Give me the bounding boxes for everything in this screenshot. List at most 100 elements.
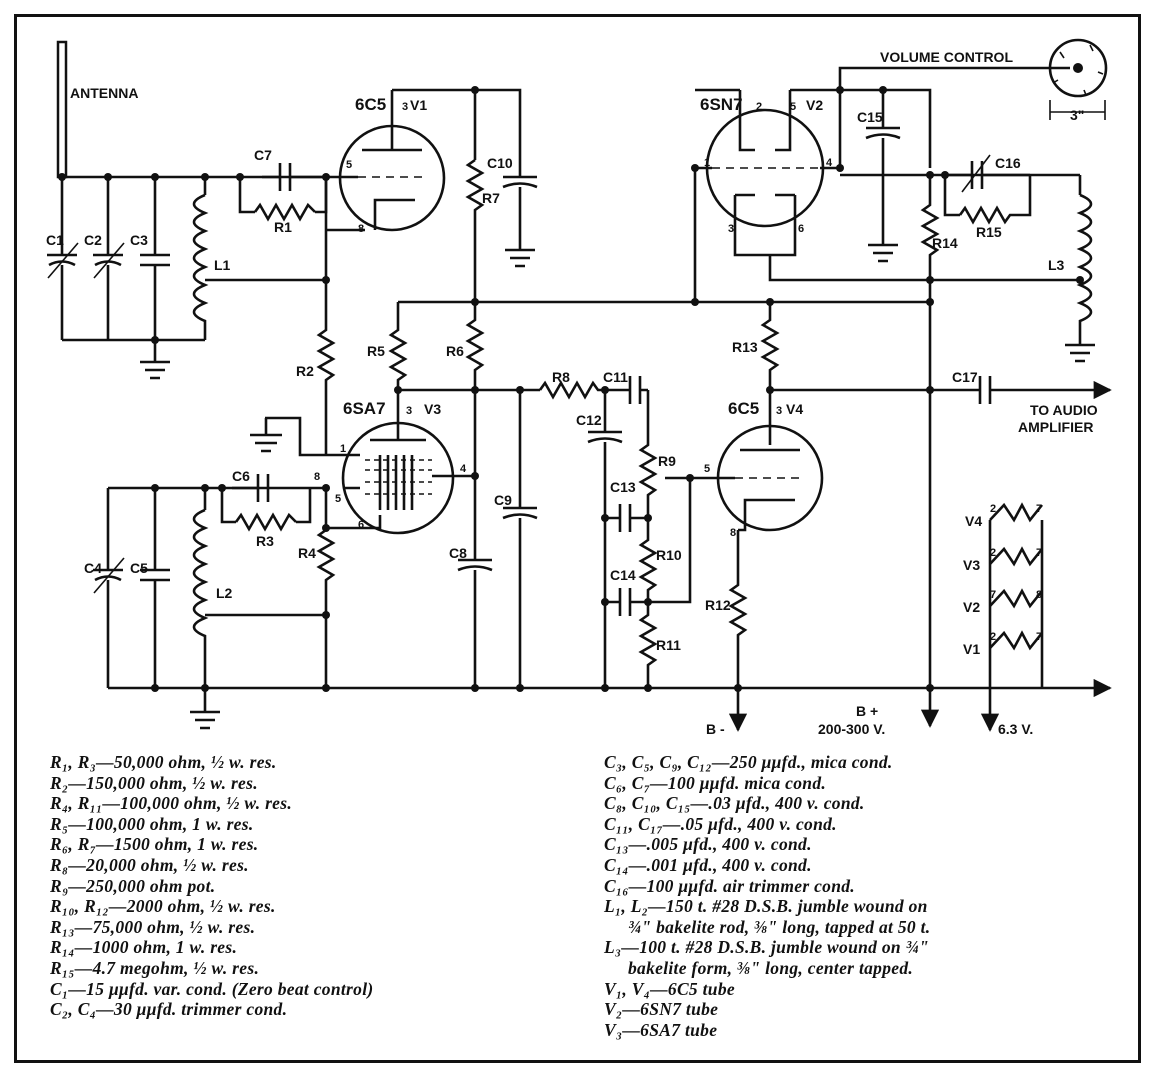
c8-label: C8 bbox=[449, 545, 467, 561]
r11-label: R11 bbox=[656, 637, 681, 653]
svg-text:1: 1 bbox=[704, 157, 710, 169]
parts-line: bakelite form, ⅜" long, center tapped. bbox=[628, 957, 914, 978]
volume-control: VOLUME CONTROL 3" bbox=[838, 38, 1108, 123]
heater-row-2-pin-a: 7 bbox=[990, 589, 996, 601]
parts-line: R₅—100,000 ohm, 1 w. res. bbox=[50, 813, 254, 834]
parts-line: R₁, R₃—50,000 ohm, ½ w. res. bbox=[50, 752, 277, 772]
c15-label: C15 bbox=[857, 109, 883, 125]
c10-label: C10 bbox=[487, 155, 513, 171]
svg-text:8: 8 bbox=[730, 527, 736, 539]
parts-line: C₁₄—.001 μfd., 400 v. cond. bbox=[604, 854, 812, 875]
r8-label: R8 bbox=[552, 369, 570, 385]
parts-line: C₂, C₄—30 μμfd. trimmer cond. bbox=[50, 999, 288, 1020]
input-tuned-circuit: C1 C2 C3 L1 bbox=[46, 175, 330, 380]
c1-label: C1 bbox=[46, 232, 64, 248]
c15-bypass: C15 bbox=[840, 88, 932, 263]
parts-line: L₁, L₂—150 t. #28 D.S.B. jumble wound on bbox=[604, 896, 928, 917]
svg-text:3: 3 bbox=[776, 405, 782, 417]
parts-line: R₄, R₁₁—100,000 ohm, ½ w. res. bbox=[50, 793, 293, 814]
parts-line: R₁₃—75,000 ohm, ½ w. res. bbox=[50, 916, 256, 937]
heater-row-3-tube: V1 bbox=[963, 641, 980, 657]
r9-label: R9 bbox=[658, 453, 676, 469]
v3-type: 6SA7 bbox=[343, 399, 386, 418]
parts-line: L₃—100 t. #28 D.S.B. jumble wound on ¾" bbox=[604, 937, 930, 958]
c3-label: C3 bbox=[130, 232, 148, 248]
svg-text:6: 6 bbox=[798, 223, 804, 235]
c5-label: C5 bbox=[130, 560, 148, 576]
svg-text:2: 2 bbox=[756, 101, 762, 113]
parts-line: V₁, V₄—6C5 tube bbox=[604, 978, 735, 999]
l3-label: L3 bbox=[1048, 257, 1065, 273]
heater-row-2-tube: V2 bbox=[963, 599, 980, 615]
heater-row-1-pin-a: 2 bbox=[990, 547, 996, 559]
r5-label: R5 bbox=[367, 343, 385, 359]
v1-id: V1 bbox=[410, 97, 427, 113]
tube-v4: R13 R12 6C5 V4 3 5 8 C17 TO AUDIO AMPLIF… bbox=[704, 302, 1112, 688]
parts-line: C₃, C₅, C₉, C₁₂—250 μμfd., mica cond. bbox=[604, 752, 893, 772]
r6-label: R6 bbox=[446, 343, 464, 359]
junction-dots bbox=[58, 86, 1084, 692]
c16-label: C16 bbox=[995, 155, 1021, 171]
parts-line: C₁—15 μμfd. var. cond. (Zero beat contro… bbox=[50, 978, 374, 999]
antenna-label: ANTENNA bbox=[70, 85, 138, 101]
parts-line: C₁₁, C₁₇—.05 μfd., 400 v. cond. bbox=[604, 813, 837, 834]
r14-label: R14 bbox=[932, 235, 958, 251]
v1-plate-supply: R7 C10 bbox=[392, 88, 538, 300]
c14-label: C14 bbox=[610, 567, 636, 583]
l2-label: L2 bbox=[216, 585, 233, 601]
r3-label: R3 bbox=[256, 533, 274, 549]
parts-line: R₁₀, R₁₂—2000 ohm, ½ w. res. bbox=[50, 896, 276, 917]
c12-label: C12 bbox=[576, 412, 602, 428]
heater-row-3-pin-b: 7 bbox=[1036, 631, 1042, 643]
l1-label: L1 bbox=[214, 257, 231, 273]
tube-v1: 6C5 V1 3 5 8 bbox=[326, 90, 446, 235]
heater-wiring: V4 2 7 V3 2 7 V2 7 8 V1 2 7 6.3 V. bbox=[963, 502, 1044, 737]
r1-label: R1 bbox=[274, 219, 292, 235]
svg-text:3: 3 bbox=[402, 101, 408, 113]
r12-label: R12 bbox=[705, 597, 731, 613]
heater-row-3-pin-a: 2 bbox=[990, 631, 996, 643]
regen-network: R14 C16 R15 L3 bbox=[840, 154, 1095, 363]
parts-list-right: C₃, C₅, C₉, C₁₂—250 μμfd., mica cond. C₆… bbox=[604, 752, 931, 1040]
parts-line: V₃—6SA7 tube bbox=[604, 1019, 718, 1040]
svg-text:8: 8 bbox=[358, 223, 364, 235]
svg-text:1: 1 bbox=[340, 443, 346, 455]
parts-line: R₁₅—4.7 megohm, ½ w. res. bbox=[50, 957, 260, 978]
parts-line: R₈—20,000 ohm, ½ w. res. bbox=[50, 854, 249, 875]
v4-type: 6C5 bbox=[728, 399, 759, 418]
r2-label: R2 bbox=[296, 363, 314, 379]
b-minus-label: B - bbox=[706, 721, 725, 737]
svg-text:5: 5 bbox=[346, 159, 352, 171]
svg-text:3: 3 bbox=[406, 405, 412, 417]
parts-list-left: R₁, R₃—50,000 ohm, ½ w. res. R₂—150,000 … bbox=[50, 752, 374, 1020]
v2-type: 6SN7 bbox=[700, 95, 743, 114]
r15-label: R15 bbox=[976, 224, 1002, 240]
heater-row-0-pin-a: 2 bbox=[990, 503, 996, 515]
to-audio-label-2: AMPLIFIER bbox=[1018, 419, 1093, 435]
r7-label: R7 bbox=[482, 190, 500, 206]
v1-type: 6C5 bbox=[355, 95, 386, 114]
v4-id: V4 bbox=[786, 401, 803, 417]
heater-row-0-pin-b: 7 bbox=[1036, 503, 1042, 515]
heater-row-1-tube: V3 bbox=[963, 557, 980, 573]
c9-label: C9 bbox=[494, 492, 512, 508]
tube-v2: 6SN7 V2 2 5 1 4 3 6 bbox=[693, 88, 930, 302]
r10-label: R10 bbox=[656, 547, 682, 563]
volume-dim-label: 3" bbox=[1070, 107, 1084, 123]
heater-row-0-tube: V4 bbox=[965, 513, 982, 529]
coupling-r2: R2 bbox=[296, 177, 336, 455]
parts-line: R₆, R₇—1500 ohm, 1 w. res. bbox=[50, 834, 259, 855]
parts-line: ¾" bakelite rod, ⅜" long, tapped at 50 t… bbox=[628, 916, 931, 937]
parts-line: R₉—250,000 ohm pot. bbox=[50, 875, 216, 896]
parts-line: C₆, C₇—100 μμfd. mica cond. bbox=[604, 772, 827, 793]
schematic-frame bbox=[14, 14, 1141, 1063]
svg-text:5: 5 bbox=[790, 101, 796, 113]
c13-label: C13 bbox=[610, 479, 636, 495]
parts-line: C₁₃—.005 μfd., 400 v. cond. bbox=[604, 834, 812, 855]
parts-line: C₈, C₁₀, C₁₅—.03 μfd., 400 v. cond. bbox=[604, 793, 865, 814]
c2-label: C2 bbox=[84, 232, 102, 248]
svg-text:3: 3 bbox=[728, 223, 734, 235]
oscillator-circuit: C4 C5 L2 C6 R3 R4 bbox=[84, 468, 336, 730]
parts-line: V₂—6SN7 tube bbox=[604, 999, 719, 1020]
parts-line: R₂—150,000 ohm, ½ w. res. bbox=[50, 772, 258, 793]
